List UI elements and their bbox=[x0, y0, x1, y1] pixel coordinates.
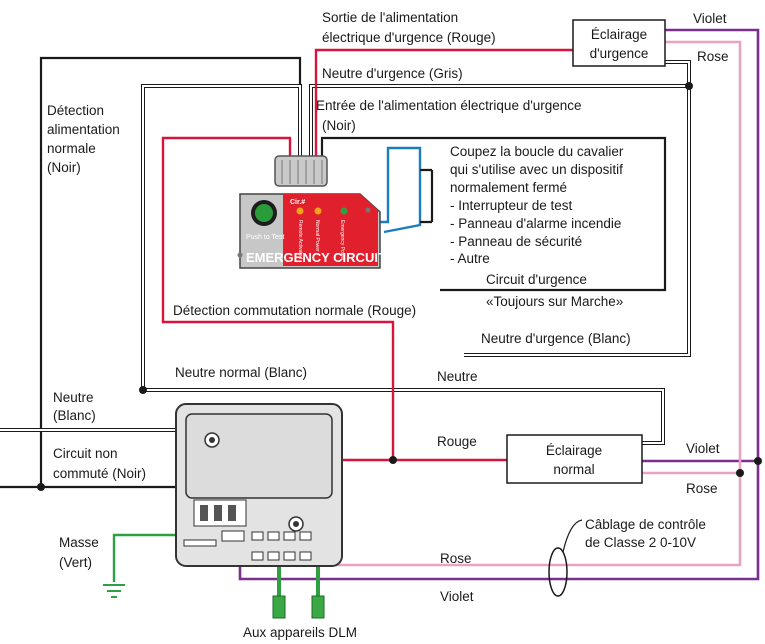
eclairage-urgence-box bbox=[572, 19, 666, 67]
label-detection-4: (Noir) bbox=[47, 160, 81, 175]
wire-neutre-urgence-blanc-inner bbox=[464, 86, 690, 356]
wire-gris-to-light-inner bbox=[665, 61, 690, 86]
label-detection-3: normale bbox=[47, 141, 96, 156]
callout-line bbox=[562, 519, 583, 553]
control-cable-ellipse bbox=[548, 547, 568, 597]
label-entree-1: Entrée de l'alimentation électrique d'ur… bbox=[316, 98, 582, 113]
note-box bbox=[432, 136, 666, 290]
note-line-1: Coupez la boucle du cavalier bbox=[450, 144, 624, 159]
label-masse-2: (Vert) bbox=[59, 555, 92, 570]
label-neutre-blanc-1: Neutre bbox=[53, 390, 94, 405]
label-neutre-urgence-gris: Neutre d'urgence (Gris) bbox=[322, 66, 463, 81]
wire-jumper-blue bbox=[370, 146, 422, 234]
junction-dot bbox=[139, 386, 147, 394]
note-line-4: - Interrupteur de test bbox=[450, 198, 573, 213]
junction-dot bbox=[736, 469, 744, 477]
note-line-5: - Panneau d'alarme incendie bbox=[450, 216, 621, 231]
power-pack-device bbox=[175, 403, 343, 567]
label-violet-top: Violet bbox=[693, 11, 727, 26]
label-aux-appareils: Aux appareils DLM bbox=[243, 625, 357, 640]
label-sortie-1: Sortie de l'alimentation bbox=[322, 10, 458, 25]
label-toujours-marche: «Toujours sur Marche» bbox=[486, 294, 623, 309]
label-rouge: Rouge bbox=[437, 434, 477, 449]
dlm-connector-2 bbox=[311, 595, 325, 619]
label-eclairage-normal-1: Éclairage bbox=[546, 443, 602, 458]
label-detection-2: alimentation bbox=[47, 122, 120, 137]
note-line-3: normalement fermé bbox=[450, 180, 567, 195]
device-brand-text: EMERGENCY CIRCUIT bbox=[246, 250, 386, 265]
label-detection-1: Détection bbox=[47, 103, 104, 118]
label-neutre: Neutre bbox=[437, 369, 478, 384]
wire-neutre-normal-blanc-inner bbox=[142, 85, 664, 444]
label-detection-commutation: Détection commutation normale (Rouge) bbox=[173, 303, 416, 318]
label-eclairage-normal-2: normal bbox=[553, 462, 594, 477]
label-eclairage-urgence-1: Éclairage bbox=[591, 27, 647, 42]
wire-sortie-rouge bbox=[314, 48, 573, 160]
label-entree-2: (Noir) bbox=[322, 118, 356, 133]
note-line-7: - Autre bbox=[450, 251, 490, 266]
device-push-to-test[interactable]: Push to Test bbox=[246, 234, 284, 241]
label-sortie-2: électrique d'urgence (Rouge) bbox=[322, 30, 496, 45]
label-rose-mid: Rose bbox=[686, 481, 718, 496]
junction-dot bbox=[389, 456, 397, 464]
label-eclairage-urgence-2: d'urgence bbox=[590, 46, 649, 61]
junction-dot bbox=[685, 82, 693, 90]
label-neutre-blanc-2: (Blanc) bbox=[53, 408, 96, 423]
label-circuit-non-commute-2: commuté (Noir) bbox=[53, 466, 146, 481]
device-indicator-2: Normal Power bbox=[314, 220, 320, 252]
label-masse-1: Masse bbox=[59, 535, 99, 550]
label-rose-bottom: Rose bbox=[440, 551, 472, 566]
eclairage-normal-box bbox=[506, 434, 643, 484]
label-violet-mid: Violet bbox=[686, 441, 720, 456]
wire-entree-alimentation-noir bbox=[320, 136, 667, 292]
dlm-connector-1 bbox=[272, 595, 286, 619]
label-circuit-urgence: Circuit d'urgence bbox=[486, 272, 587, 287]
label-violet-bottom: Violet bbox=[440, 589, 474, 604]
device-indicator-1: Remote Activated bbox=[297, 220, 303, 259]
label-cablage-2: de Classe 2 0-10V bbox=[585, 535, 696, 550]
label-neutre-urgence-blanc: Neutre d'urgence (Blanc) bbox=[481, 331, 631, 346]
wire-jumper-bracket bbox=[420, 168, 434, 224]
note-line-6: - Panneau de sécurité bbox=[450, 234, 582, 249]
emergency-circuit-device bbox=[237, 155, 381, 269]
note-line-2: qui s'utilise avec un dispositif bbox=[450, 162, 623, 177]
label-circuit-non-commute-1: Circuit non bbox=[53, 446, 118, 461]
label-rose-top: Rose bbox=[697, 49, 729, 64]
wire-neutre-urgence-gris-inner bbox=[310, 85, 689, 160]
device-cir-label: Cir.# bbox=[290, 199, 305, 206]
device-indicator-3: Emergency Power bbox=[339, 220, 345, 261]
junction-dot bbox=[754, 457, 762, 465]
ground-symbol bbox=[103, 584, 125, 598]
label-cablage-1: Câblage de contrôle bbox=[585, 517, 706, 532]
label-neutre-normal: Neutre normal (Blanc) bbox=[175, 365, 307, 380]
junction-dot bbox=[37, 483, 45, 491]
wire-gris-to-light-outer bbox=[665, 60, 691, 86]
